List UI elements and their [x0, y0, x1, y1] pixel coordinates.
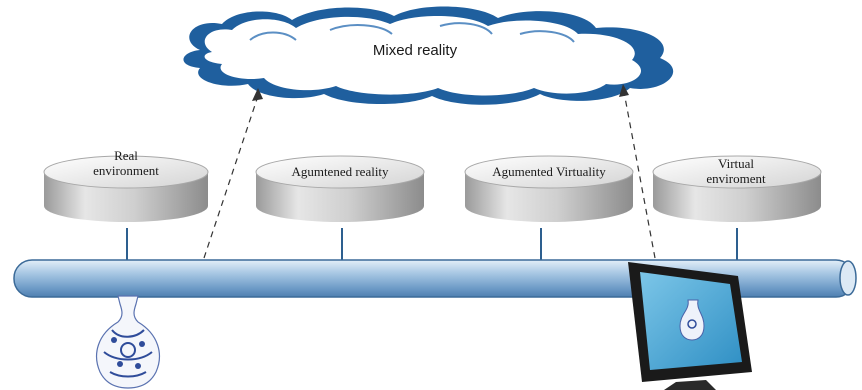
arrow-real-to-cloud [203, 88, 263, 259]
cylinder-augmented-reality [255, 155, 425, 222]
mixed-reality-cloud [183, 6, 674, 105]
cylinder-augmented-virtuality [464, 155, 634, 222]
cloud-label: Mixed reality [372, 42, 458, 59]
cylinder-real-environment [43, 155, 209, 222]
connector-stems [126, 228, 738, 262]
arrow-virtual-to-cloud [619, 84, 656, 259]
monitor-image [628, 262, 752, 390]
cylinder-virtual-environment [652, 155, 822, 222]
vase-image [96, 295, 160, 389]
